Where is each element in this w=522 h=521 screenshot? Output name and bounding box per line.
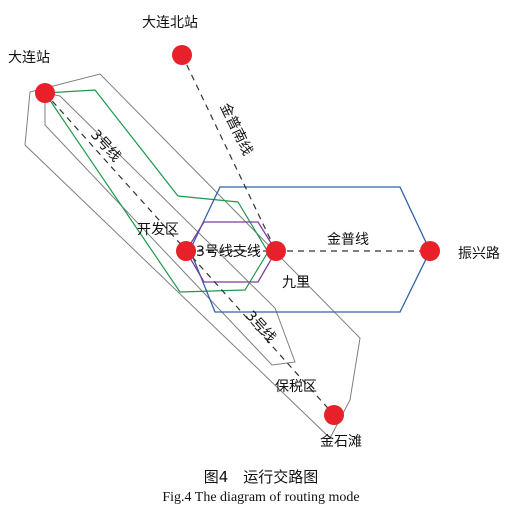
station-dalian-north-label: 大连北站 — [142, 15, 198, 31]
line3-lower-label: 3号线 — [242, 308, 279, 346]
line3-branch-label: 3号线支线 — [196, 244, 261, 260]
station-zhenxinglu-label: 振兴路 — [458, 246, 500, 262]
figure-caption-cn: 图4 运行交路图 — [204, 468, 319, 486]
gray-route-envelope — [24, 73, 361, 439]
figure-caption-en: Fig.4 The diagram of routing mode — [162, 490, 359, 505]
gray-route-inner — [44, 92, 296, 366]
station-baoshuiqu-label: 保税区 — [275, 379, 317, 395]
station-dalian-north-marker — [172, 45, 192, 65]
jinpu-south-line-label: 金普南线 — [216, 101, 255, 158]
station-jinshitan-label: 金石滩 — [320, 434, 362, 450]
station-kaifaqu-label: 开发区 — [137, 222, 179, 238]
station-dalian-label: 大连站 — [8, 50, 50, 66]
station-jiuli-label: 九里 — [282, 275, 310, 291]
station-zhenxinglu-marker — [420, 241, 440, 261]
station-jinshitan-marker — [324, 405, 344, 425]
jinpu-south-track — [181, 54, 277, 252]
green-route — [44, 89, 269, 293]
station-jiuli-marker — [266, 241, 286, 261]
station-dalian-marker — [35, 83, 55, 103]
jinpu-line-label: 金普线 — [327, 232, 369, 248]
station-kaifaqu-marker — [176, 241, 196, 261]
